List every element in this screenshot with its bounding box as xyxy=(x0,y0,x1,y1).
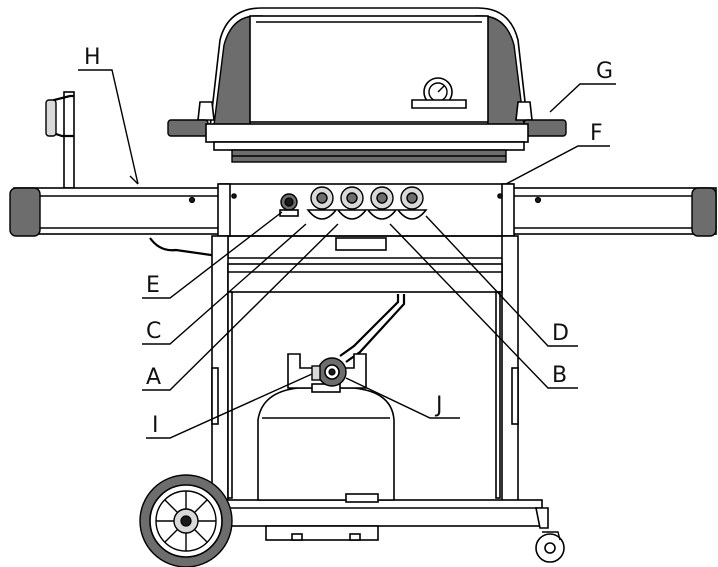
propane-tank xyxy=(257,353,395,503)
large-wheel xyxy=(139,474,233,567)
thermometer-icon xyxy=(411,77,467,109)
right-side-shelf xyxy=(511,187,717,237)
burner-knob-2 xyxy=(336,186,368,220)
cart-frame xyxy=(211,235,549,541)
callout-label-g: G xyxy=(596,59,613,84)
burner-knob-3 xyxy=(366,186,398,220)
callout-label-i: I xyxy=(152,413,159,438)
caster-wheel xyxy=(535,531,565,563)
left-side-shelf xyxy=(9,187,221,237)
side-hose xyxy=(149,237,219,258)
grill-lid xyxy=(167,7,567,163)
callout-label-c: C xyxy=(146,319,161,344)
burner-knob-4 xyxy=(396,186,428,220)
callout-label-d: D xyxy=(552,321,569,346)
callout-label-j: J xyxy=(434,393,443,418)
callout-label-b: B xyxy=(552,363,567,388)
side-handle xyxy=(45,91,75,189)
callout-label-e: E xyxy=(146,273,160,298)
burner-knob-1 xyxy=(306,186,338,220)
callout-label-h: H xyxy=(84,45,101,70)
control-panel xyxy=(217,183,515,259)
igniter-button xyxy=(279,193,299,217)
callout-label-a: A xyxy=(146,365,161,390)
gas-hose-edge xyxy=(339,294,400,357)
callout-label-f: F xyxy=(590,121,603,146)
callout-lines xyxy=(78,69,616,439)
tank-valve xyxy=(311,357,347,387)
gas-hose xyxy=(345,294,406,363)
